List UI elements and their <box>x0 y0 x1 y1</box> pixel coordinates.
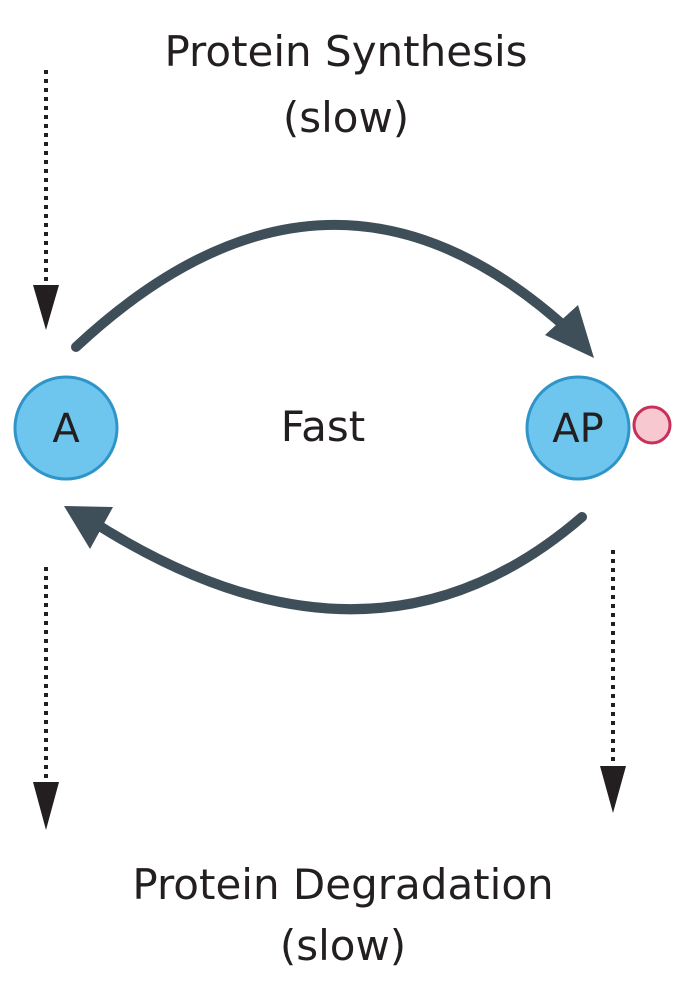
degradation-arrow-a <box>33 567 59 830</box>
degradation-title: Protein Degradation <box>132 860 553 909</box>
synthesis-rate: (slow) <box>283 93 409 142</box>
protein-ap-label: AP <box>552 406 603 452</box>
dephosphorylation-arrow <box>64 506 587 615</box>
degradation-rate: (slow) <box>280 921 406 970</box>
synthesis-arrow <box>33 70 59 330</box>
synthesis-title: Protein Synthesis <box>164 27 527 76</box>
protein-a-node: A <box>13 375 119 481</box>
degradation-arrow-ap <box>600 550 626 813</box>
fast-label: Fast <box>281 402 365 451</box>
phosphorylation-arrow <box>71 219 594 358</box>
phosphate-circle <box>632 405 672 445</box>
protein-ap-node: AP <box>525 375 631 481</box>
protein-a-label: A <box>52 406 80 452</box>
